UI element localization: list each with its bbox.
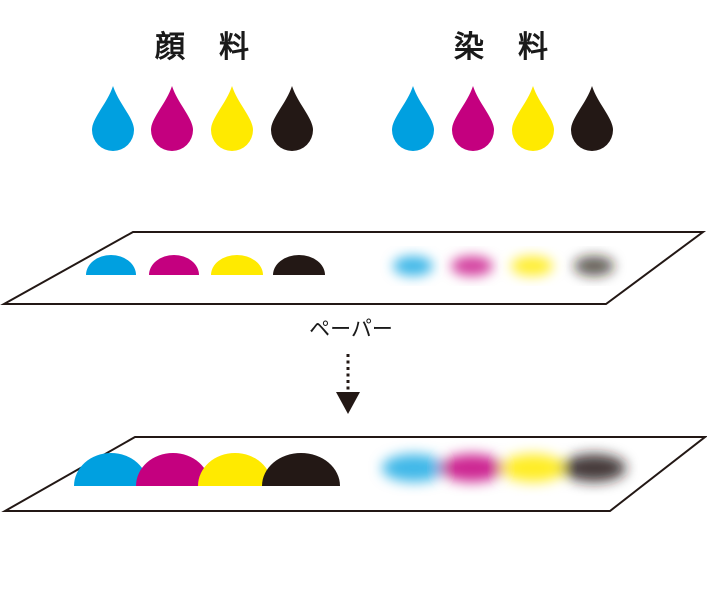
pigment-dome-black (262, 453, 340, 486)
dye-spot-cyan (393, 256, 433, 276)
ink-drop-icon (271, 86, 313, 151)
dye-spot-black (574, 256, 614, 276)
dye-drops (392, 86, 613, 151)
ink-drop-icon (571, 86, 613, 151)
dye-spot-magenta (440, 454, 504, 482)
dye-spot-magenta (451, 256, 493, 276)
pigment-dome-magenta (149, 255, 199, 275)
pigment-dome-cyan (74, 453, 148, 486)
pigment-title: 顔 料 (155, 30, 251, 65)
paper-sheet (0, 231, 707, 305)
ink-drop-icon (512, 86, 554, 151)
ink-drop-icon (211, 86, 253, 151)
dye-title: 染 料 (454, 30, 550, 65)
pigment-dome-black (273, 255, 325, 275)
pigment-dome-yellow (198, 453, 272, 486)
dye-spots-top (393, 256, 614, 276)
ink-drop-icon (92, 86, 134, 151)
paper-bottom (1, 436, 707, 512)
paper-top (0, 231, 707, 305)
dye-spot-black (562, 454, 626, 482)
pigment-drops (92, 86, 313, 151)
pigment-dome-cyan (86, 255, 136, 275)
paper-label: ペーパー (309, 317, 393, 341)
ink-drop-icon (151, 86, 193, 151)
dye-spot-cyan (382, 454, 446, 482)
pigment-dome-magenta (136, 453, 210, 486)
dye-spot-yellow (501, 454, 565, 482)
ink-drop-icon (452, 86, 494, 151)
dye-spots-bottom (382, 454, 626, 482)
ink-drop-icon (392, 86, 434, 151)
pigment-dome-yellow (211, 255, 263, 275)
pigment-dots-bottom (74, 453, 340, 486)
pigment-dots-top (86, 255, 325, 275)
dotted-down-arrow-icon (336, 354, 360, 414)
dye-spot-yellow (511, 256, 553, 276)
